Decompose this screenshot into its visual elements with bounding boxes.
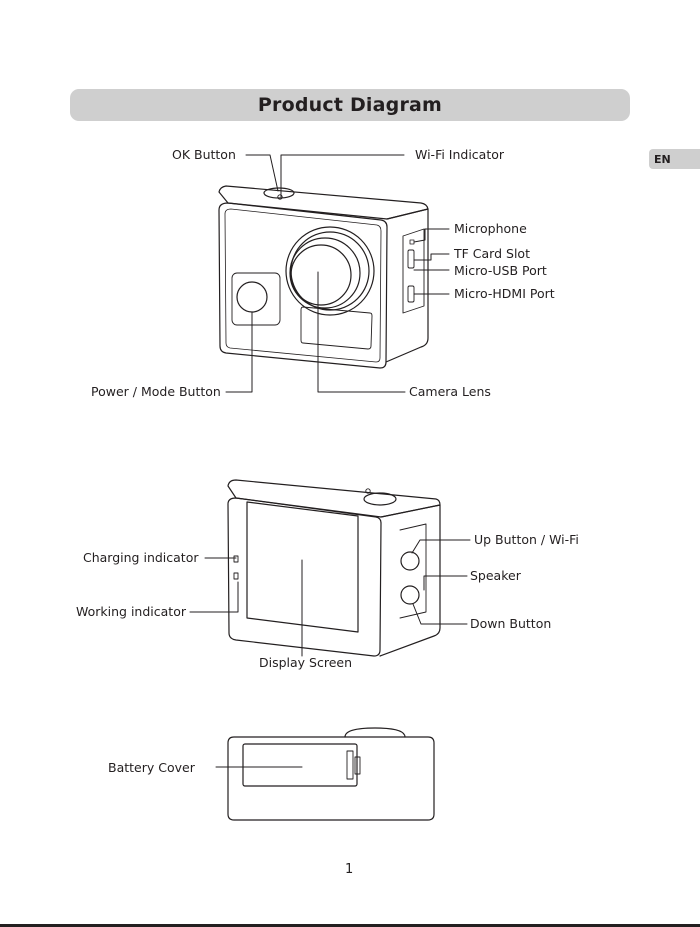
charging-indicator-led (234, 556, 238, 562)
lens-glass (291, 245, 351, 305)
working-indicator-led (234, 573, 238, 579)
display-screen-label: Display Screen (259, 656, 352, 670)
tf-card-slot (408, 250, 414, 268)
back-camera-illustration (228, 480, 440, 656)
front-camera-side-face (386, 209, 428, 362)
working-indicator-label: Working indicator (76, 605, 186, 619)
power-mode-button-label: Power / Mode Button (91, 385, 221, 399)
battery-cover-latch (347, 751, 353, 779)
microphone-label: Microphone (454, 222, 527, 236)
bottom-camera-illustration (228, 728, 434, 820)
bottom-camera-body (228, 737, 434, 820)
battery-cover-label: Battery Cover (108, 761, 195, 775)
micro-usb-port-label: Micro-USB Port (454, 264, 547, 278)
micro-hdmi-port-label: Micro-HDMI Port (454, 287, 555, 301)
tf-card-slot-label: TF Card Slot (454, 247, 530, 261)
lens-outer-ring (286, 227, 374, 315)
battery-cover-shape (243, 744, 357, 786)
down-button-shape (401, 586, 419, 604)
front-camera-illustration (219, 186, 428, 368)
wifi-indicator-label: Wi-Fi Indicator (415, 148, 504, 162)
front-left-panel (232, 273, 280, 325)
front-bottom-plate (301, 307, 372, 349)
micro-usb-port (408, 286, 414, 302)
speaker-label: Speaker (470, 569, 521, 583)
microphone-hole (410, 240, 414, 244)
up-button-wifi-label: Up Button / Wi-Fi (474, 533, 579, 547)
back-ok-button (364, 493, 396, 505)
side-port-panel (403, 229, 424, 313)
down-button-label: Down Button (470, 617, 551, 631)
camera-lens-label: Camera Lens (409, 385, 491, 399)
up-button-shape (401, 552, 419, 570)
power-mode-button-shape (237, 282, 267, 312)
bottom-lens-bump (345, 728, 405, 737)
charging-indicator-label: Charging indicator (83, 551, 199, 565)
ok-button-label: OK Button (172, 148, 236, 162)
page-number: 1 (345, 862, 353, 877)
ok-button-shape (264, 188, 294, 198)
